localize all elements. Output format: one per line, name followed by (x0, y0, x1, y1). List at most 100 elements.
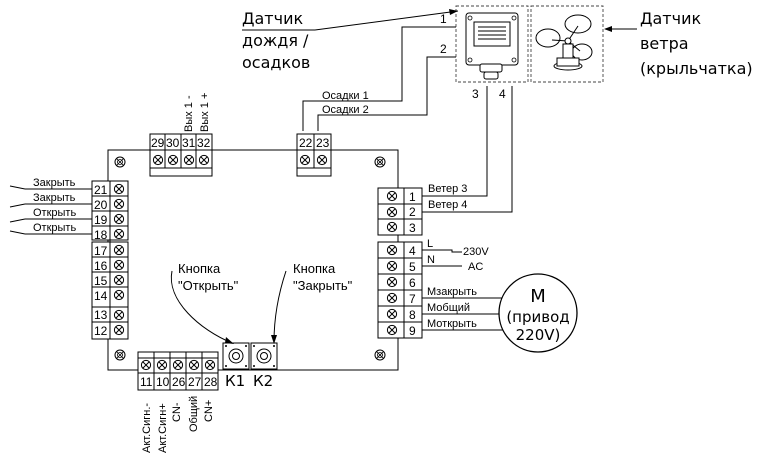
terminal-30: 30 (166, 136, 180, 150)
label-vyh1-minus: Вых 1 - (183, 95, 195, 132)
wire-veter-4 (412, 86, 513, 213)
terminal-block-top (149, 133, 213, 177)
controller-board (107, 149, 399, 371)
screw-terminal-icon (386, 260, 398, 272)
label-otkryt-2: Открыть (33, 222, 76, 234)
screw-terminal-icon (156, 359, 168, 371)
rain-sensor-label-1: Датчик (242, 9, 303, 28)
label-mobshchiy: Мобщий (427, 302, 470, 314)
terminal-27: 27 (188, 375, 202, 389)
label-button-open-2: "Открыть" (178, 278, 239, 293)
label-vyh1-plus: Вых 1 + (199, 93, 211, 132)
wire-label-osadki-2: Осадки 2 (322, 104, 369, 116)
label-mzakryt: Мзакрыть (427, 286, 477, 298)
screw-terminal-icon (113, 213, 125, 225)
label-cn-minus: CN- (171, 402, 183, 422)
terminal-23: 23 (316, 136, 330, 150)
screw-terminal-icon (113, 309, 125, 321)
terminal-19: 19 (94, 213, 108, 227)
motor-icon (498, 273, 578, 353)
wire-osadki-1 (302, 26, 456, 131)
terminal-22: 22 (299, 136, 313, 150)
wire-number-3: 3 (472, 87, 479, 101)
terminal-20: 20 (94, 198, 108, 212)
label-ac: AC (468, 261, 483, 273)
wire-osadki-2 (317, 56, 456, 131)
screw-terminal-icon (113, 198, 125, 210)
mounting-screw-icon (114, 349, 126, 361)
screw-terminal-icon (316, 154, 328, 166)
label-button-close-1: Кнопка (293, 261, 336, 276)
terminal-10: 10 (156, 375, 170, 389)
label-button-close-2: "Закрыть" (293, 278, 353, 293)
terminal-block-right (377, 187, 423, 339)
mounting-screw-icon (374, 156, 386, 168)
screw-terminal-icon (113, 228, 125, 240)
label-button-open-1: Кнопка (178, 261, 221, 276)
screw-terminal-icon (188, 359, 200, 371)
label-k1: К1 (225, 372, 245, 390)
push-button-k1 (222, 342, 250, 370)
screw-terminal-icon (386, 221, 398, 233)
screw-terminal-icon (386, 292, 398, 304)
wire-label-veter-4: Ветер 4 (428, 199, 467, 211)
terminal-6: 6 (409, 276, 416, 290)
terminal-12: 12 (94, 324, 108, 338)
label-otkryt-1: Открыть (33, 207, 76, 219)
wire-L (422, 249, 462, 253)
label-zakryt-2: Закрыть (33, 192, 76, 204)
wind-sensor-label-2: ветра (640, 34, 689, 53)
terminal-31: 31 (182, 136, 196, 150)
terminal-17: 17 (94, 244, 108, 258)
terminal-32: 32 (197, 136, 211, 150)
terminal-9: 9 (409, 324, 416, 338)
terminal-1: 1 (409, 190, 416, 204)
wire-label-veter-3: Ветер 3 (428, 183, 467, 195)
terminal-26: 26 (172, 375, 186, 389)
screw-terminal-icon (113, 259, 125, 271)
label-motkryt: Моткрыть (427, 318, 477, 330)
terminal-21: 21 (94, 183, 108, 197)
terminal-8: 8 (409, 308, 416, 322)
screw-terminal-icon (386, 276, 398, 288)
wire-veter-3 (412, 86, 488, 197)
motor-label-m: M (530, 286, 546, 307)
terminal-28: 28 (204, 375, 218, 389)
mounting-screw-icon (114, 156, 126, 168)
screw-terminal-icon (386, 190, 398, 202)
screw-terminal-icon (172, 359, 184, 371)
anemometer-icon (530, 5, 604, 83)
screw-terminal-icon (183, 154, 195, 166)
terminal-14: 14 (94, 289, 108, 303)
terminal-2: 2 (409, 205, 416, 219)
label-N: N (427, 254, 435, 266)
terminal-15: 15 (94, 274, 108, 288)
rain-sensor-label-2: дождя / (242, 31, 309, 50)
terminal-13: 13 (94, 308, 108, 322)
label-akt-sign-plus: Акт.Сигн+ (157, 403, 169, 453)
wire-label-osadki-1: Осадки 1 (322, 90, 369, 102)
terminal-block-bottom (137, 351, 219, 391)
screw-terminal-icon (386, 324, 398, 336)
terminal-7: 7 (409, 292, 416, 306)
wind-sensor-label-3: (крыльчатка) (640, 59, 753, 78)
terminal-29: 29 (151, 136, 165, 150)
terminal-block-rain (296, 133, 332, 177)
screw-terminal-icon (113, 289, 125, 301)
screw-terminal-icon (386, 308, 398, 320)
mounting-screw-icon (374, 349, 386, 361)
label-zakryt-1: Закрыть (33, 177, 76, 189)
motor-label-line2: 220V) (516, 326, 561, 344)
rain-sensor (455, 5, 529, 83)
wire-number-2: 2 (440, 42, 447, 56)
screw-terminal-icon (113, 274, 125, 286)
motor-label-line1: (привод (506, 308, 569, 326)
terminal-3: 3 (409, 221, 416, 235)
label-akt-sign-minus: Акт.Сигн.- (141, 403, 153, 453)
screw-terminal-icon (204, 359, 216, 371)
screw-terminal-icon (113, 183, 125, 195)
terminal-5: 5 (409, 260, 416, 274)
terminal-16: 16 (94, 259, 108, 273)
screw-terminal-icon (386, 244, 398, 256)
